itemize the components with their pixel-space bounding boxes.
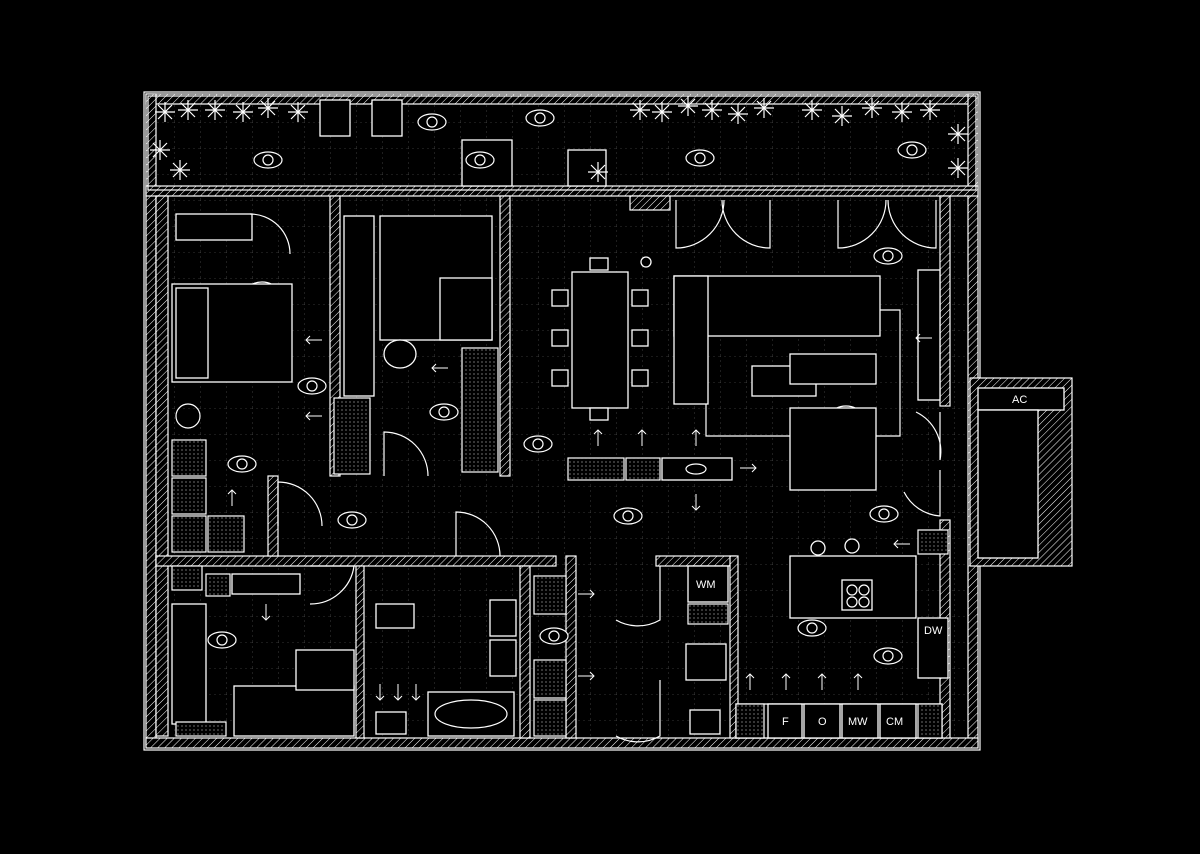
plants-balcony	[150, 96, 968, 182]
label-wm: WM	[696, 579, 716, 591]
bathroom	[375, 575, 567, 737]
label-ac: AC	[1012, 394, 1027, 406]
label-cm: CM	[886, 716, 903, 728]
label-mw: MW	[848, 716, 868, 728]
kitchen	[735, 529, 949, 739]
storage-left	[171, 439, 245, 553]
lounge	[171, 565, 355, 737]
label-o: O	[818, 716, 827, 728]
circulation-arrows	[227, 333, 932, 701]
side-balcony	[969, 377, 1073, 567]
laundry	[685, 565, 729, 735]
label-f: F	[782, 716, 789, 728]
study-room	[333, 215, 499, 477]
doors	[277, 199, 942, 743]
appliance-labels: AC WM DW F O MW CM	[696, 394, 1027, 728]
label-dw: DW	[924, 625, 943, 637]
dining-table	[551, 256, 652, 421]
bedroom	[171, 213, 293, 429]
centre-bench	[567, 457, 733, 481]
living-sofa	[673, 269, 941, 491]
